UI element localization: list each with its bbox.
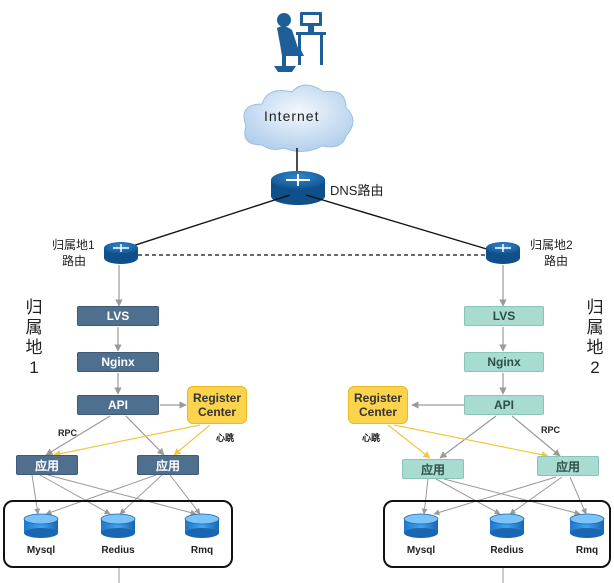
left-region-char: 1 xyxy=(29,358,39,377)
right-heartbeat-label: 心跳 xyxy=(362,433,381,443)
internet-label: Internet xyxy=(264,108,320,124)
right-region-char: 地 xyxy=(586,338,604,357)
dns-router-label: DNS路由 xyxy=(330,183,384,198)
right-router-label-line1: 归属地2 xyxy=(530,238,573,252)
left-heartbeat-label: 心跳 xyxy=(216,433,235,443)
right-nginx-box: Nginx xyxy=(464,352,544,372)
internet-cloud xyxy=(243,84,354,152)
left-datastore-group xyxy=(3,500,233,568)
right-rpc-label: RPC xyxy=(541,425,561,435)
left-rmq-db-icon xyxy=(184,513,220,538)
right-region-char: 2 xyxy=(590,358,600,377)
right-mysql-label: Mysql xyxy=(406,545,436,556)
right-rmq-db-icon xyxy=(569,513,605,538)
left-region-char: 归 xyxy=(25,298,43,317)
left-nginx-box: Nginx xyxy=(77,352,159,372)
right-region-char: 归 xyxy=(586,298,604,317)
right-redis-label: Redius xyxy=(490,545,524,556)
left-app-box-1: 应用 xyxy=(16,455,78,475)
left-lvs-box: LVS xyxy=(77,306,159,326)
left-api-box: API xyxy=(77,395,159,415)
right-redis-db-icon xyxy=(489,513,525,538)
left-mysql-db-icon xyxy=(23,513,59,538)
right-router-icon xyxy=(486,242,520,264)
right-rmq-label: Rmq xyxy=(575,545,599,556)
left-router-icon xyxy=(104,242,138,264)
left-rpc-label: RPC xyxy=(58,428,78,438)
right-mysql-db-icon xyxy=(403,513,439,538)
user-icon xyxy=(274,12,326,72)
left-router-label-line2: 路由 xyxy=(62,254,87,268)
left-app-box-2: 应用 xyxy=(137,455,199,475)
left-region-char: 属 xyxy=(25,318,43,337)
right-register-center-line2: Center xyxy=(358,405,397,419)
right-lvs-box: LVS xyxy=(464,306,544,326)
left-register-center-line1: Register xyxy=(192,391,242,405)
left-region-char: 地 xyxy=(25,338,43,357)
left-redis-db-icon xyxy=(100,513,136,538)
dns-router-icon xyxy=(271,171,325,205)
left-register-center-box: Register Center xyxy=(187,386,247,424)
right-api-box: API xyxy=(464,395,544,415)
left-mysql-label: Mysql xyxy=(26,545,56,556)
left-router-label-line1: 归属地1 xyxy=(52,238,95,252)
right-app-box-1: 应用 xyxy=(402,459,464,479)
right-register-center-box: Register Center xyxy=(348,386,408,424)
right-router-label-line2: 路由 xyxy=(544,254,569,268)
left-rmq-label: Rmq xyxy=(190,545,214,556)
right-register-center-line1: Register xyxy=(353,391,403,405)
right-app-box-2: 应用 xyxy=(537,456,599,476)
right-datastore-group xyxy=(383,500,611,568)
left-redis-label: Redius xyxy=(101,545,135,556)
right-region-char: 属 xyxy=(586,318,604,337)
left-register-center-line2: Center xyxy=(197,405,236,419)
